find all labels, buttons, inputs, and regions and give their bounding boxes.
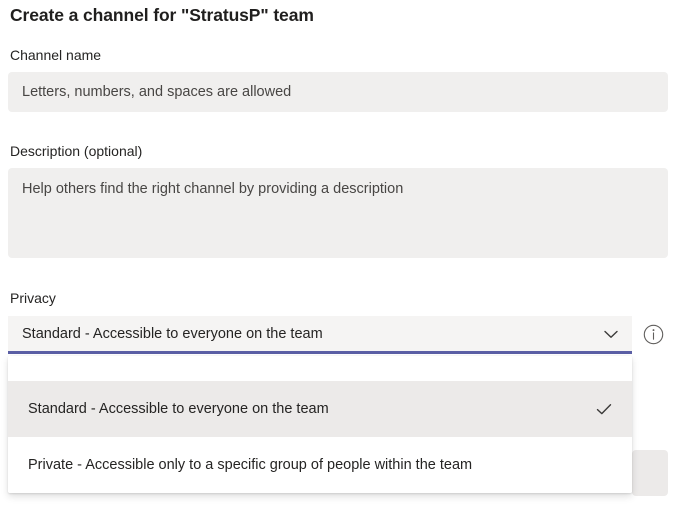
- privacy-dropdown-listbox: Standard - Accessible to everyone on the…: [8, 356, 632, 493]
- check-icon: [594, 399, 614, 419]
- dropdown-option-label: Standard - Accessible to everyone on the…: [28, 401, 329, 417]
- description-label: Description (optional): [10, 143, 143, 159]
- dropdown-option-label: Private - Accessible only to a specific …: [28, 457, 473, 473]
- privacy-select[interactable]: Standard - Accessible to everyone on the…: [8, 316, 632, 354]
- description-input[interactable]: [8, 168, 668, 258]
- dropdown-top-spacer: [8, 356, 632, 381]
- dropdown-option-private[interactable]: Private - Accessible only to a specific …: [8, 437, 632, 493]
- privacy-selected-value: Standard - Accessible to everyone on the…: [22, 325, 323, 342]
- privacy-label: Privacy: [10, 290, 56, 306]
- chevron-down-icon[interactable]: [600, 323, 622, 345]
- dialog-title: Create a channel for "StratusP" team: [10, 5, 314, 25]
- channel-name-input[interactable]: [8, 72, 668, 112]
- info-circle-icon[interactable]: [643, 324, 664, 345]
- obscured-background-field: [632, 450, 668, 496]
- channel-name-label: Channel name: [10, 47, 102, 63]
- dropdown-option-standard[interactable]: Standard - Accessible to everyone on the…: [8, 381, 632, 437]
